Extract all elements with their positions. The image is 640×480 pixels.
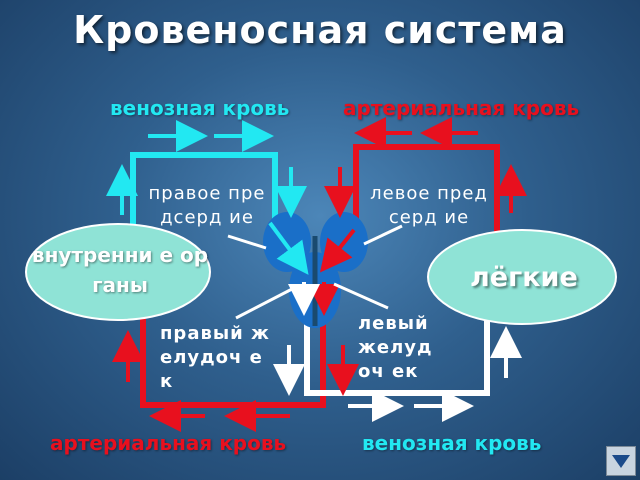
bottom-arterial-label: артериальная кровь xyxy=(50,431,287,455)
right-ventricle-label: правый желудоч ек xyxy=(160,323,270,392)
left-atrium-label: левое предсерд ие xyxy=(370,183,488,228)
right-atrium-label: правое предсерд ие xyxy=(148,183,266,228)
lungs-ellipse xyxy=(427,229,617,325)
arrow-venous-into-heart xyxy=(268,221,309,275)
pointer-left-ventricle xyxy=(333,282,389,310)
pointer-left-atrium xyxy=(363,224,403,246)
left-ventricle-label: левый желудоч ек xyxy=(358,313,433,382)
arrow-arterial-into-heart xyxy=(320,228,356,273)
slide-nav-button[interactable] xyxy=(606,446,636,476)
internal-organs-label: внутренни е органы xyxy=(31,243,209,297)
top-venous-label: венозная кровь xyxy=(110,96,290,120)
bottom-venous-label: венозная кровь xyxy=(362,431,542,455)
triangle-down-icon xyxy=(612,455,630,468)
lungs-label: лёгкие xyxy=(470,262,578,293)
top-arterial-label: артериальная кровь xyxy=(343,96,580,120)
pointer-right-ventricle xyxy=(235,286,295,320)
internal-organs-ellipse xyxy=(25,223,211,321)
page-title: Кровеносная система xyxy=(73,8,567,52)
pointer-right-atrium xyxy=(227,234,267,250)
